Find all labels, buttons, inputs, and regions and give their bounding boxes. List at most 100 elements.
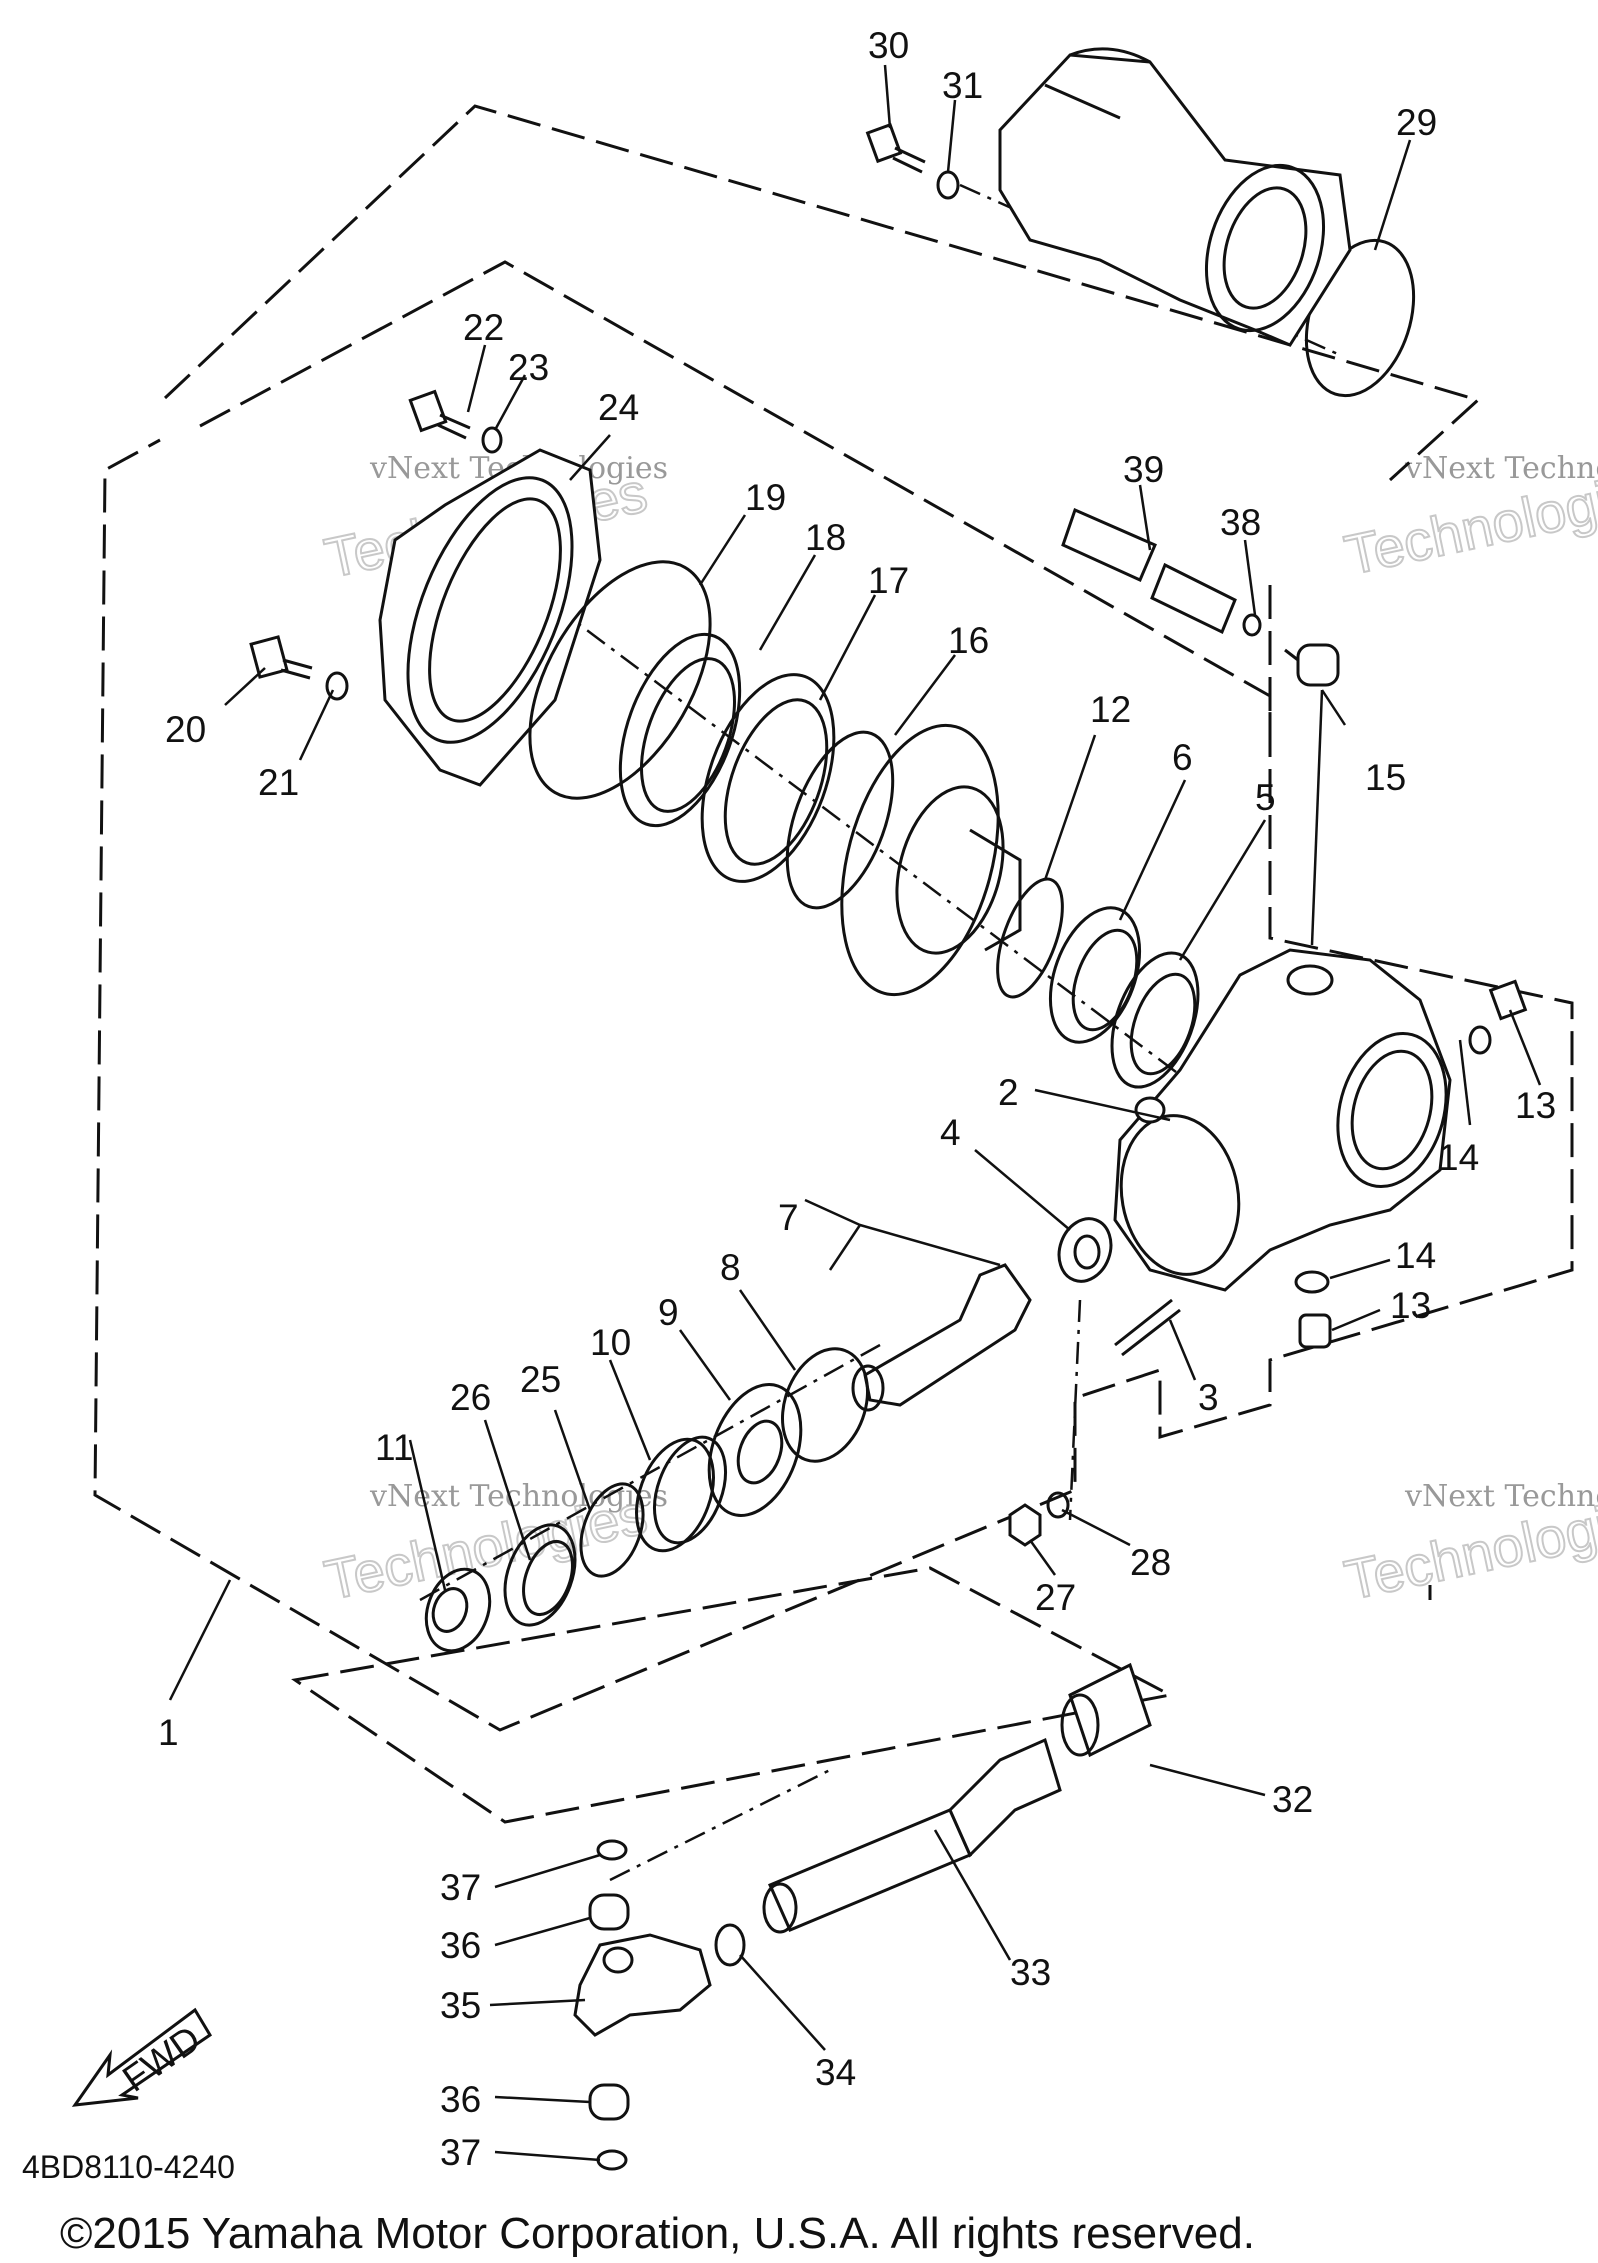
callout-28: 28 [1130, 1542, 1171, 1583]
copyright-notice: ©2015 Yamaha Motor Corporation, U.S.A. A… [60, 2209, 1255, 2258]
callout-2: 2 [998, 1072, 1019, 1113]
inner-assembly-outline [199, 260, 1272, 728]
callout-37-lower: 37 [440, 2132, 481, 2173]
part-14-washer-upper [1468, 1025, 1492, 1055]
callout-22: 22 [463, 307, 504, 348]
leader-lines [168, 64, 1542, 2162]
part-20-bolt [249, 635, 313, 680]
center-line-main [519, 579, 1201, 1091]
callout-15: 15 [1365, 757, 1406, 798]
part-11-oil-seal [424, 1567, 492, 1653]
part-36-bearing-cup-lower [588, 2083, 630, 2121]
diagram-code: 4BD8110-4240 [22, 2149, 235, 2185]
parts: FWD [71, 47, 1528, 2171]
callout-5: 5 [1255, 777, 1276, 818]
callout-10: 10 [590, 1322, 631, 1363]
part-22-bolt [408, 389, 471, 440]
callout-12: 12 [1090, 689, 1131, 730]
callout-26: 26 [450, 1377, 491, 1418]
callout-13-lower: 13 [1390, 1285, 1431, 1326]
callout-25: 25 [520, 1359, 561, 1400]
part-37-circlip-lower [596, 2149, 628, 2171]
part-24-cover [378, 448, 602, 787]
part-32-coupling [1060, 1662, 1152, 1758]
part-16-ring-gear [840, 723, 1022, 997]
callout-7: 7 [778, 1197, 799, 1238]
callout-8: 8 [720, 1247, 741, 1288]
part-12-thrust-washer [996, 877, 1064, 999]
part-17-bearing [700, 673, 836, 883]
part-33-drive-shaft [762, 1737, 1062, 1934]
callout-9: 9 [658, 1292, 679, 1333]
callout-29: 29 [1396, 102, 1437, 143]
part-ring [785, 730, 895, 910]
assembly-boundaries [93, 104, 1574, 1824]
center-line-lower [419, 1343, 881, 1602]
callout-20: 20 [165, 709, 206, 750]
callout-36-upper: 36 [440, 1925, 481, 1966]
part-9-bearing [707, 1383, 803, 1517]
callouts: 30 31 29 22 23 24 39 38 19 18 17 16 12 6… [158, 25, 1556, 2173]
callout-11: 11 [375, 1427, 413, 1468]
part-14-washer-lower [1294, 1270, 1330, 1294]
part-4-bearing [1057, 1217, 1113, 1283]
part-10-collar-nut [635, 1435, 727, 1553]
callout-14-lower: 14 [1395, 1235, 1436, 1276]
callout-35: 35 [440, 1985, 481, 2026]
callout-3: 3 [1198, 1377, 1219, 1418]
part-31-washer [936, 170, 960, 200]
watermark-text-2: vNext Technologies [1404, 451, 1598, 486]
part-housing-upper [998, 47, 1352, 347]
part-13-plug-lower [1298, 1313, 1332, 1349]
callout-13-upper: 13 [1515, 1085, 1556, 1126]
part-13-plug-upper [1488, 979, 1528, 1021]
part-27-nut [1008, 1503, 1042, 1547]
part-15-breather [1284, 643, 1340, 687]
fwd-arrow-icon: FWD [71, 2007, 213, 2107]
callout-21: 21 [258, 762, 299, 803]
callout-36-lower: 36 [440, 2079, 481, 2120]
part-2-differential-case [1113, 948, 1452, 1292]
center-line-stud [1068, 1299, 1082, 1521]
part-23-washer [481, 426, 503, 454]
part-6-needle-bearing [1048, 906, 1142, 1044]
part-36-bearing-cup-upper [588, 1893, 630, 1931]
callout-14-upper: 14 [1438, 1137, 1479, 1178]
part-3-stud [1114, 1298, 1181, 1357]
part-30-bolt [865, 122, 926, 174]
part-19-shim [528, 560, 712, 800]
part-25-shim [579, 1482, 645, 1578]
outer-assembly-outline [93, 104, 1574, 1732]
part-39-hose [1061, 507, 1237, 635]
callout-37-upper: 37 [440, 1867, 481, 1908]
callout-38: 38 [1220, 502, 1261, 543]
callout-17: 17 [868, 560, 909, 601]
callout-31: 31 [942, 65, 983, 106]
part-26-needle-bearing [503, 1523, 577, 1627]
part-35-universal-joint [573, 1933, 712, 2037]
part-38-clip [1242, 613, 1262, 637]
watermark-text-4: vNext Technologies [1404, 1479, 1598, 1514]
callout-32: 32 [1272, 1779, 1313, 1820]
part-7-drive-pinion [851, 1263, 1032, 1412]
callout-18: 18 [805, 517, 846, 558]
callout-30: 30 [868, 25, 909, 66]
callout-39: 39 [1123, 449, 1164, 490]
callout-23: 23 [508, 347, 549, 388]
callout-6: 6 [1172, 737, 1193, 778]
part-34-circlip [714, 1923, 746, 1967]
callout-24: 24 [598, 387, 639, 428]
part-21-washer [325, 671, 349, 701]
center-line-shaft [609, 1768, 831, 1882]
part-5-oil-seal [1110, 951, 1200, 1089]
shaft-assembly-outline [291, 1566, 1175, 1824]
part-18-oil-seal [618, 632, 742, 828]
callout-34: 34 [815, 2052, 856, 2093]
callout-1: 1 [158, 1712, 179, 1753]
callout-19: 19 [745, 477, 786, 518]
callout-4: 4 [940, 1112, 961, 1153]
part-28-washer [1046, 1491, 1070, 1519]
callout-27: 27 [1035, 1577, 1076, 1618]
callout-16: 16 [948, 620, 989, 661]
